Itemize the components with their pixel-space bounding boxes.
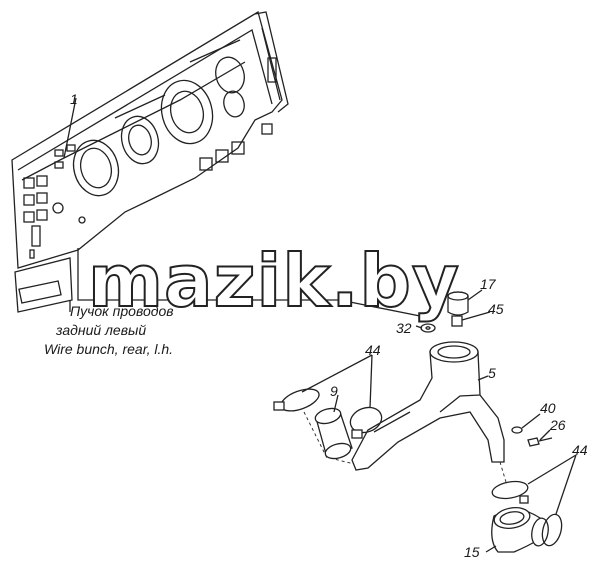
- callout-17: 17: [480, 276, 497, 292]
- callout-44-lower: 44: [572, 442, 588, 458]
- callout-9: 9: [330, 383, 338, 399]
- callout-32: 32: [396, 320, 412, 336]
- clamp-part-44-lower-a: [491, 480, 529, 504]
- watermark: mazik.by: [88, 239, 460, 323]
- wire-bunch-rear-lh: [69, 248, 431, 319]
- caption-line-en: Wire bunch, rear, l.h.: [44, 341, 174, 357]
- sleeve-part-9: [314, 407, 353, 460]
- clamp-part-44-left: [273, 388, 320, 412]
- part-40-washer: [511, 426, 523, 434]
- callout-44-upper: 44: [365, 342, 381, 358]
- instrument-panel: [11, 11, 289, 313]
- caption-line-ru-2: задний левый: [56, 322, 147, 338]
- caption-line-ru-1: Пучок проводов: [70, 303, 174, 319]
- callout-5: 5: [488, 365, 496, 381]
- bracket-part-5: [351, 341, 505, 471]
- callout-45: 45: [488, 301, 504, 317]
- clamp-part-44-lower-b: [541, 513, 563, 547]
- part-17: [447, 291, 469, 316]
- part-32-nut: [420, 323, 436, 333]
- clamp-part-44-right: [349, 406, 383, 439]
- elbow-part-15: [491, 507, 549, 553]
- callout-26: 26: [549, 417, 566, 433]
- part-45: [451, 315, 463, 327]
- callout-15: 15: [464, 544, 480, 560]
- callout-1: 1: [70, 91, 78, 107]
- part-26-bolt: [527, 437, 553, 447]
- callout-40: 40: [540, 400, 556, 416]
